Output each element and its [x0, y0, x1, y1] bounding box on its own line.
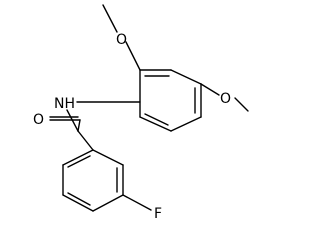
ring1-double-bottom: [144, 113, 169, 126]
bond-o-top-ring: [125, 41, 141, 71]
ring1-bond-b: [170, 69, 202, 85]
methoxy-top-oxygen-label: O: [116, 32, 127, 48]
fluorine-label: F: [154, 206, 162, 222]
ring2-bond-c: [92, 194, 124, 212]
methoxy-right-oxygen-label: O: [220, 91, 231, 107]
ring2-double-left: [67, 155, 91, 168]
ring2-bond-f: [62, 149, 94, 166]
carbonyl-oxygen-label: O: [33, 112, 44, 128]
ring2-bond-a: [92, 149, 124, 166]
chemical-structure-diagram: O O NH O F: [33, 4, 249, 222]
bond-carbonyl-ring-2: [77, 130, 94, 151]
bond-carbonyl-ring: [77, 119, 81, 132]
ring1-bond-e: [139, 116, 172, 132]
bond-ring-fluorine: [122, 194, 152, 211]
bond-ring-o-right: [200, 83, 220, 96]
bond-o-right-methyl: [234, 97, 249, 112]
amide-nh-label: NH: [54, 96, 75, 112]
ring2-bond-d: [62, 194, 94, 212]
bond-methyl-top: [102, 4, 118, 33]
ring1-bond-d: [170, 116, 202, 132]
ring2-double-bottom: [67, 192, 91, 206]
